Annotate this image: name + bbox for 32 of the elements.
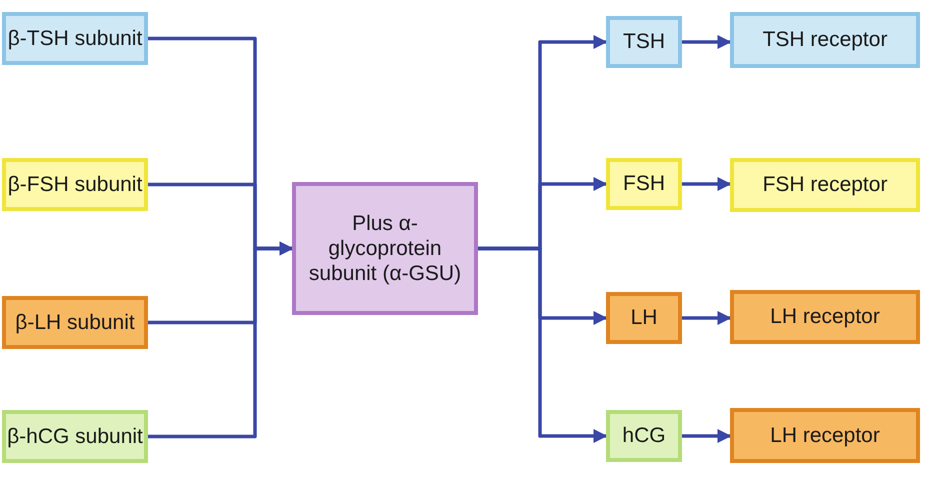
label-box <box>606 158 682 210</box>
node-text: Plus α-glycoprotein subunit (α-GSU) <box>308 210 462 286</box>
node-text: hCG <box>622 423 666 449</box>
label-box <box>2 12 148 65</box>
label-box <box>730 408 920 463</box>
arrow <box>148 242 294 438</box>
label-box <box>730 290 920 344</box>
label-box <box>606 410 682 462</box>
process-box <box>292 182 478 315</box>
label-box <box>606 16 682 68</box>
label-box <box>2 158 148 211</box>
node-text: β-TSH subunit <box>8 26 142 52</box>
node-text: LH <box>630 305 658 331</box>
arrow <box>682 429 732 443</box>
label-box <box>2 410 148 463</box>
node-text: FSH <box>623 171 665 197</box>
arrow <box>478 246 608 443</box>
node-text: β-hCG subunit <box>7 424 143 450</box>
label-box <box>2 296 148 349</box>
node-text: LH receptor <box>770 304 880 330</box>
node-text: β-FSH subunit <box>8 172 142 198</box>
arrow <box>682 35 732 49</box>
node-text: TSH <box>623 29 665 55</box>
label-box <box>606 292 682 344</box>
node-text: LH receptor <box>770 422 880 448</box>
arrow <box>682 311 732 325</box>
node-text: FSH receptor <box>762 172 888 198</box>
label-box <box>730 158 920 212</box>
label-box <box>730 12 920 68</box>
arrow <box>682 177 732 191</box>
node-text: TSH receptor <box>762 27 888 53</box>
node-text: β-LH subunit <box>15 310 135 336</box>
